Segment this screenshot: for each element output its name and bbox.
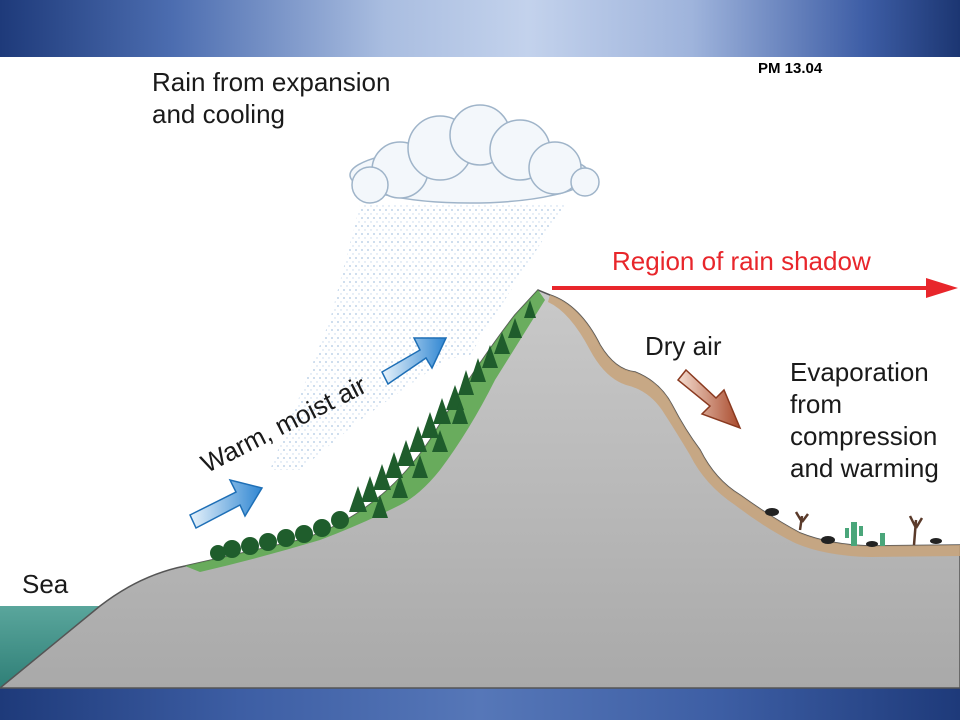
warm-air-arrow-lower <box>189 478 264 530</box>
figure-code: PM 13.04 <box>758 60 823 77</box>
rain-label-line-1: Rain from expansion <box>152 67 391 97</box>
dry-air-arrow <box>676 368 742 430</box>
rain-shadow-label: Region of rain shadow <box>612 246 871 276</box>
rain-shadow-arrow <box>552 278 958 298</box>
dry-air-label: Dry air <box>645 331 722 361</box>
evaporation-line-3: compression <box>790 421 938 451</box>
rain-label-line-2: and cooling <box>152 99 285 129</box>
sea-label: Sea <box>22 569 69 599</box>
vegetation <box>185 290 545 572</box>
rain-label: Rain from expansion and cooling <box>152 66 390 130</box>
desert-plants <box>765 508 942 547</box>
mountain <box>0 289 960 689</box>
evaporation-line-2: from <box>790 389 842 419</box>
evaporation-line-1: Evaporation <box>790 357 929 387</box>
warm-air-arrow-upper <box>381 337 448 386</box>
bottom-banner <box>0 688 960 720</box>
top-banner <box>0 0 960 57</box>
evaporation-label: Evaporation from compression and warming <box>790 356 939 484</box>
evaporation-line-4: and warming <box>790 453 939 483</box>
forest <box>210 300 536 561</box>
cloud-icon <box>349 104 600 204</box>
